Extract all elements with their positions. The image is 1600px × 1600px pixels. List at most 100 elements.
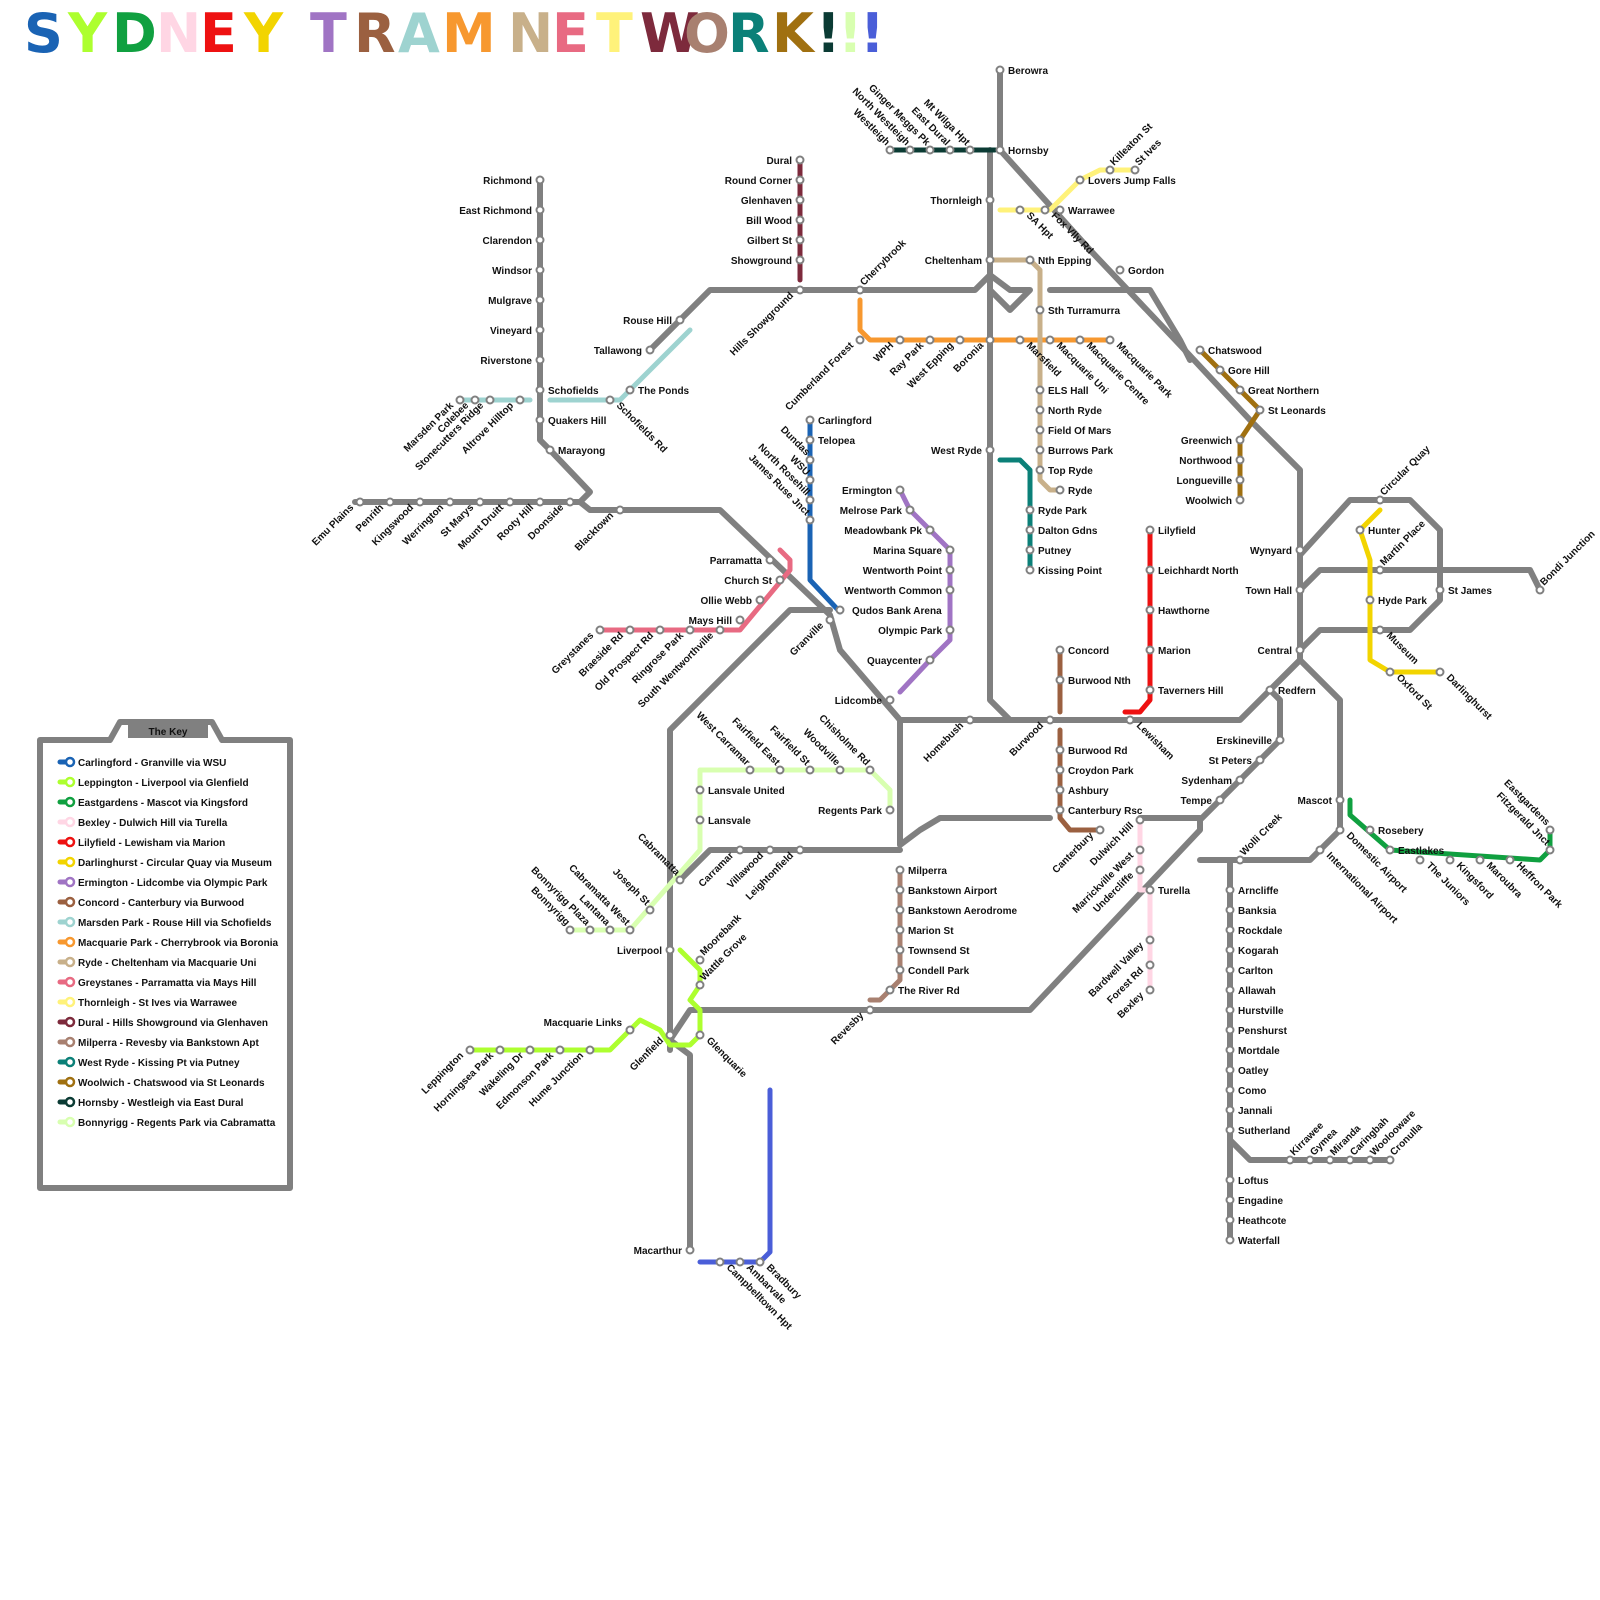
station-marker[interactable] (1235, 435, 1245, 445)
station-marker[interactable] (595, 625, 605, 635)
station-marker[interactable] (1075, 335, 1085, 345)
station-marker[interactable] (1415, 855, 1425, 865)
station-marker[interactable] (985, 255, 995, 265)
station-marker[interactable] (1295, 585, 1305, 595)
station-marker[interactable] (1055, 205, 1065, 215)
station-marker[interactable] (685, 1245, 695, 1255)
station-marker[interactable] (805, 435, 815, 445)
station-marker[interactable] (795, 175, 805, 185)
station-marker[interactable] (765, 555, 775, 565)
station-marker[interactable] (675, 875, 685, 885)
station-marker[interactable] (695, 955, 705, 965)
station-marker[interactable] (1365, 1155, 1375, 1165)
station-marker[interactable] (525, 1045, 535, 1055)
station-marker[interactable] (1105, 335, 1115, 345)
station-marker[interactable] (1145, 525, 1155, 535)
station-marker[interactable] (535, 205, 545, 215)
station-marker[interactable] (995, 65, 1005, 75)
station-marker[interactable] (965, 715, 975, 725)
station-marker[interactable] (565, 925, 575, 935)
station-marker[interactable] (1225, 1065, 1235, 1075)
station-marker[interactable] (515, 395, 525, 405)
station-marker[interactable] (1225, 1215, 1235, 1225)
station-marker[interactable] (775, 575, 785, 585)
station-marker[interactable] (855, 335, 865, 345)
station-marker[interactable] (1055, 485, 1065, 495)
station-marker[interactable] (1145, 935, 1155, 945)
station-marker[interactable] (1215, 795, 1225, 805)
station-marker[interactable] (1025, 545, 1035, 555)
station-marker[interactable] (655, 625, 665, 635)
station-marker[interactable] (465, 1045, 475, 1055)
station-marker[interactable] (1445, 855, 1455, 865)
station-marker[interactable] (1035, 445, 1045, 455)
station-marker[interactable] (1255, 755, 1265, 765)
station-marker[interactable] (1335, 795, 1345, 805)
station-marker[interactable] (695, 785, 705, 795)
station-marker[interactable] (895, 905, 905, 915)
station-marker[interactable] (535, 295, 545, 305)
station-marker[interactable] (535, 355, 545, 365)
station-marker[interactable] (1035, 385, 1045, 395)
station-marker[interactable] (625, 385, 635, 395)
station-marker[interactable] (1115, 265, 1125, 275)
station-marker[interactable] (885, 145, 895, 155)
station-marker[interactable] (535, 235, 545, 245)
station-marker[interactable] (1225, 1085, 1235, 1095)
station-marker[interactable] (995, 145, 1005, 155)
station-marker[interactable] (1045, 715, 1055, 725)
station-marker[interactable] (865, 1005, 875, 1015)
station-marker[interactable] (1475, 855, 1485, 865)
station-marker[interactable] (825, 615, 835, 625)
station-marker[interactable] (695, 980, 705, 990)
station-marker[interactable] (1535, 585, 1545, 595)
station-marker[interactable] (1255, 405, 1265, 415)
station-marker[interactable] (795, 215, 805, 225)
station-marker[interactable] (470, 395, 480, 405)
station-marker[interactable] (1035, 305, 1045, 315)
station-marker[interactable] (1145, 565, 1155, 575)
station-marker[interactable] (1225, 905, 1235, 915)
station-marker[interactable] (1025, 525, 1035, 535)
station-marker[interactable] (925, 145, 935, 155)
station-marker[interactable] (1055, 765, 1065, 775)
station-marker[interactable] (1225, 885, 1235, 895)
station-marker[interactable] (535, 415, 545, 425)
station-marker[interactable] (1385, 667, 1395, 677)
station-marker[interactable] (535, 497, 545, 507)
station-marker[interactable] (1135, 865, 1145, 875)
station-marker[interactable] (1195, 345, 1205, 355)
station-marker[interactable] (665, 1030, 675, 1040)
station-marker[interactable] (355, 497, 365, 507)
station-marker[interactable] (1275, 735, 1285, 745)
station-marker[interactable] (545, 445, 555, 455)
station-marker[interactable] (795, 155, 805, 165)
station-marker[interactable] (895, 965, 905, 975)
station-marker[interactable] (1225, 965, 1235, 975)
station-marker[interactable] (1145, 685, 1155, 695)
station-marker[interactable] (1545, 825, 1555, 835)
station-marker[interactable] (795, 285, 805, 295)
station-marker[interactable] (985, 195, 995, 205)
station-marker[interactable] (1105, 165, 1115, 175)
station-marker[interactable] (1145, 960, 1155, 970)
station-marker[interactable] (1315, 845, 1325, 855)
station-marker[interactable] (905, 505, 915, 515)
station-marker[interactable] (645, 905, 655, 915)
station-marker[interactable] (1215, 365, 1225, 375)
station-marker[interactable] (1055, 745, 1065, 755)
station-marker[interactable] (885, 695, 895, 705)
station-marker[interactable] (895, 925, 905, 935)
station-marker[interactable] (765, 845, 775, 855)
station-marker[interactable] (625, 925, 635, 935)
station-marker[interactable] (605, 395, 615, 405)
station-marker[interactable] (925, 335, 935, 345)
station-marker[interactable] (895, 945, 905, 955)
station-marker[interactable] (1545, 845, 1555, 855)
station-marker[interactable] (1045, 335, 1055, 345)
station-marker[interactable] (865, 765, 875, 775)
station-marker[interactable] (1225, 1045, 1235, 1055)
station-marker[interactable] (895, 335, 905, 345)
station-marker[interactable] (805, 495, 815, 505)
station-marker[interactable] (795, 235, 805, 245)
